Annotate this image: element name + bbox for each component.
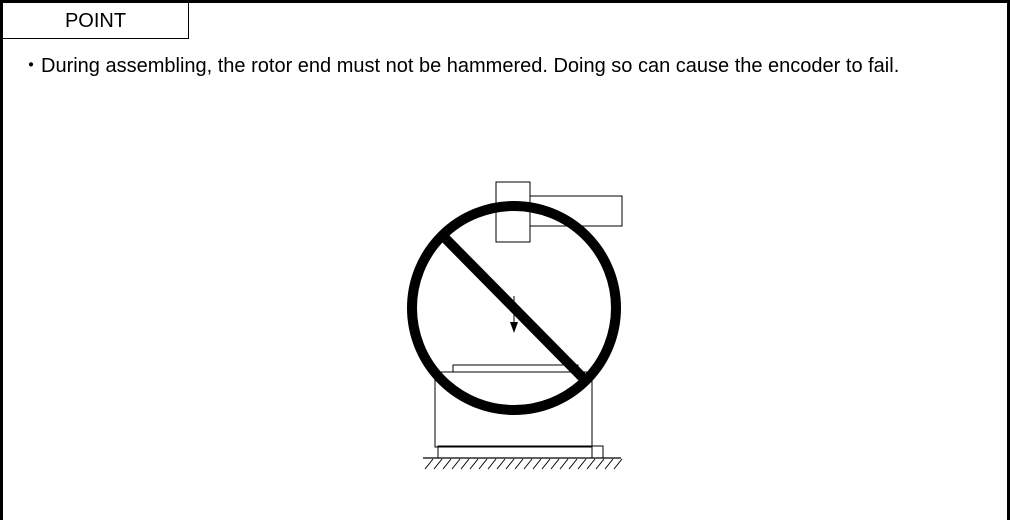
prohibited-hammering-icon bbox=[407, 181, 623, 470]
rotor-end-plate bbox=[452, 364, 579, 373]
note-item: ・ During assembling, the rotor end must … bbox=[21, 49, 981, 83]
bullet-icon: ・ bbox=[21, 55, 41, 77]
prohibition-slash bbox=[439, 232, 590, 385]
ground-hatching bbox=[424, 458, 623, 470]
prohibition-circle bbox=[407, 201, 621, 415]
motor-base bbox=[437, 445, 604, 459]
point-heading: POINT bbox=[3, 3, 189, 39]
arrow-head bbox=[510, 322, 518, 333]
hammer-head bbox=[495, 181, 531, 243]
note-text: During assembling, the rotor end must no… bbox=[41, 55, 900, 77]
